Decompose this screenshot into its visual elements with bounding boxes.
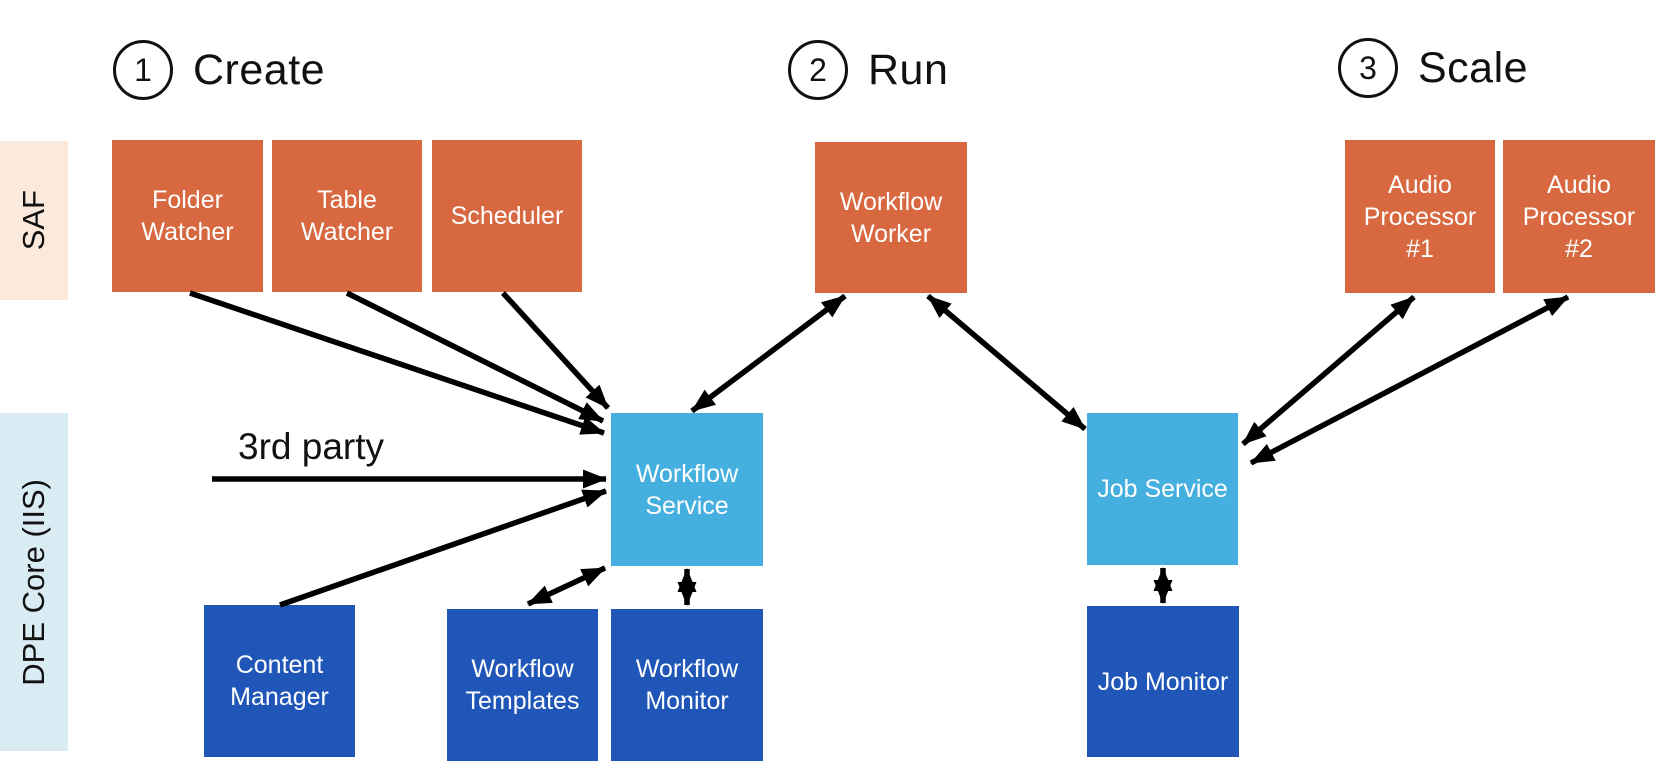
step-3-circle-icon: 3 [1338,38,1398,98]
step-1-label: Create [193,45,326,94]
box-workflow-templates: Workflow Templates [447,609,598,761]
box-job-monitor: Job Monitor [1087,606,1239,757]
box-job-service: Job Service [1087,413,1238,565]
box-workflow-monitor: Workflow Monitor [611,609,763,761]
step-3-label: Scale [1418,43,1529,92]
arrow-scheduler-to-workflow-service [500,291,611,410]
box-audio-processor-2: Audio Processor #2 [1503,140,1655,293]
step-2-circle-icon: 2 [788,40,848,100]
arrow-workflow-worker-job-service [926,293,1087,432]
box-scheduler: Scheduler [432,140,582,292]
step-header-scale: 3 Scale [1338,38,1528,98]
lane-saf-label: SAF [16,190,51,251]
box-folder-watcher: Folder Watcher [112,140,263,292]
box-audio-processor-1: Audio Processor #1 [1345,140,1495,293]
box-content-manager: Content Manager [204,605,355,757]
arrow-job-service-audio-processor-1 [1241,294,1416,447]
third-party-label: 3rd party [238,426,385,467]
lane-dpe-core: DPE Core (IIS) [0,413,68,751]
arrow-job-service-audio-processor-2 [1249,294,1570,466]
arrow-content-manager-to-workflow-service [279,488,607,608]
lane-dpe-core-label: DPE Core (IIS) [16,478,51,686]
step-2-label: Run [868,45,949,94]
box-workflow-service: Workflow Service [611,413,763,566]
arrow-workflow-service-workflow-templates [526,565,607,607]
arrow-table-watcher-to-workflow-service [345,290,605,424]
step-header-create: 1 Create [113,40,325,100]
arrow-folder-watcher-to-workflow-service [189,290,605,436]
step-header-run: 2 Run [788,40,948,100]
box-workflow-worker: Workflow Worker [815,142,967,293]
lane-saf: SAF [0,141,68,300]
box-table-watcher: Table Watcher [272,140,422,292]
step-1-circle-icon: 1 [113,40,173,100]
arrow-workflow-service-workflow-worker [690,293,847,414]
